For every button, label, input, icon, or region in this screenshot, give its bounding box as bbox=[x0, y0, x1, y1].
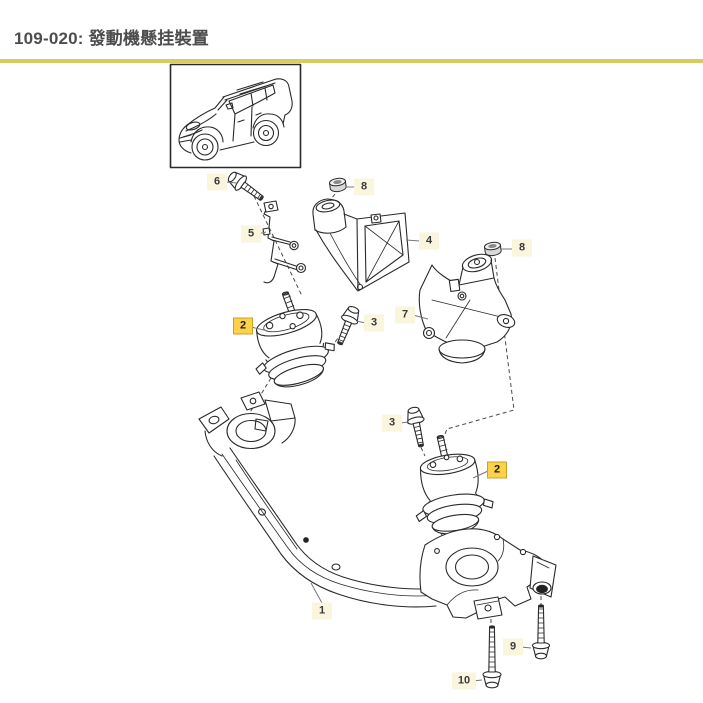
callout-4[interactable]: 4 bbox=[419, 232, 439, 250]
car-drawing bbox=[178, 78, 293, 161]
bolt-6 bbox=[224, 167, 268, 207]
callout-2-right[interactable]: 2 bbox=[487, 461, 507, 479]
bolt-9 bbox=[531, 604, 551, 660]
callout-1[interactable]: 1 bbox=[312, 602, 332, 620]
callout-3-left[interactable]: 3 bbox=[364, 314, 384, 332]
cap-nut-8-left bbox=[328, 176, 348, 194]
mount-bracket-7 bbox=[418, 253, 516, 364]
car-thumbnail bbox=[169, 63, 302, 169]
subframe-1 bbox=[198, 391, 557, 620]
bracket-5 bbox=[262, 200, 307, 284]
callout-6[interactable]: 6 bbox=[207, 173, 227, 191]
callout-7[interactable]: 7 bbox=[395, 306, 415, 324]
engine-mount-right bbox=[415, 435, 494, 535]
callout-5[interactable]: 5 bbox=[241, 225, 261, 243]
support-bracket-4 bbox=[312, 198, 410, 292]
callout-9[interactable]: 9 bbox=[503, 638, 523, 656]
bolt-3-right bbox=[404, 405, 431, 449]
callout-3-right[interactable]: 3 bbox=[382, 414, 402, 432]
callout-8-left[interactable]: 8 bbox=[354, 178, 374, 196]
callout-2-left[interactable]: 2 bbox=[233, 317, 253, 335]
page-title: 109-020: 發動機懸挂裝置 bbox=[14, 29, 209, 48]
bolt-10 bbox=[482, 625, 502, 689]
engine-mount-left bbox=[255, 291, 335, 388]
callout-8-right[interactable]: 8 bbox=[512, 239, 532, 257]
header-gold-divider bbox=[0, 59, 703, 63]
cap-nut-8-right bbox=[483, 240, 503, 258]
callout-10[interactable]: 10 bbox=[451, 672, 477, 690]
